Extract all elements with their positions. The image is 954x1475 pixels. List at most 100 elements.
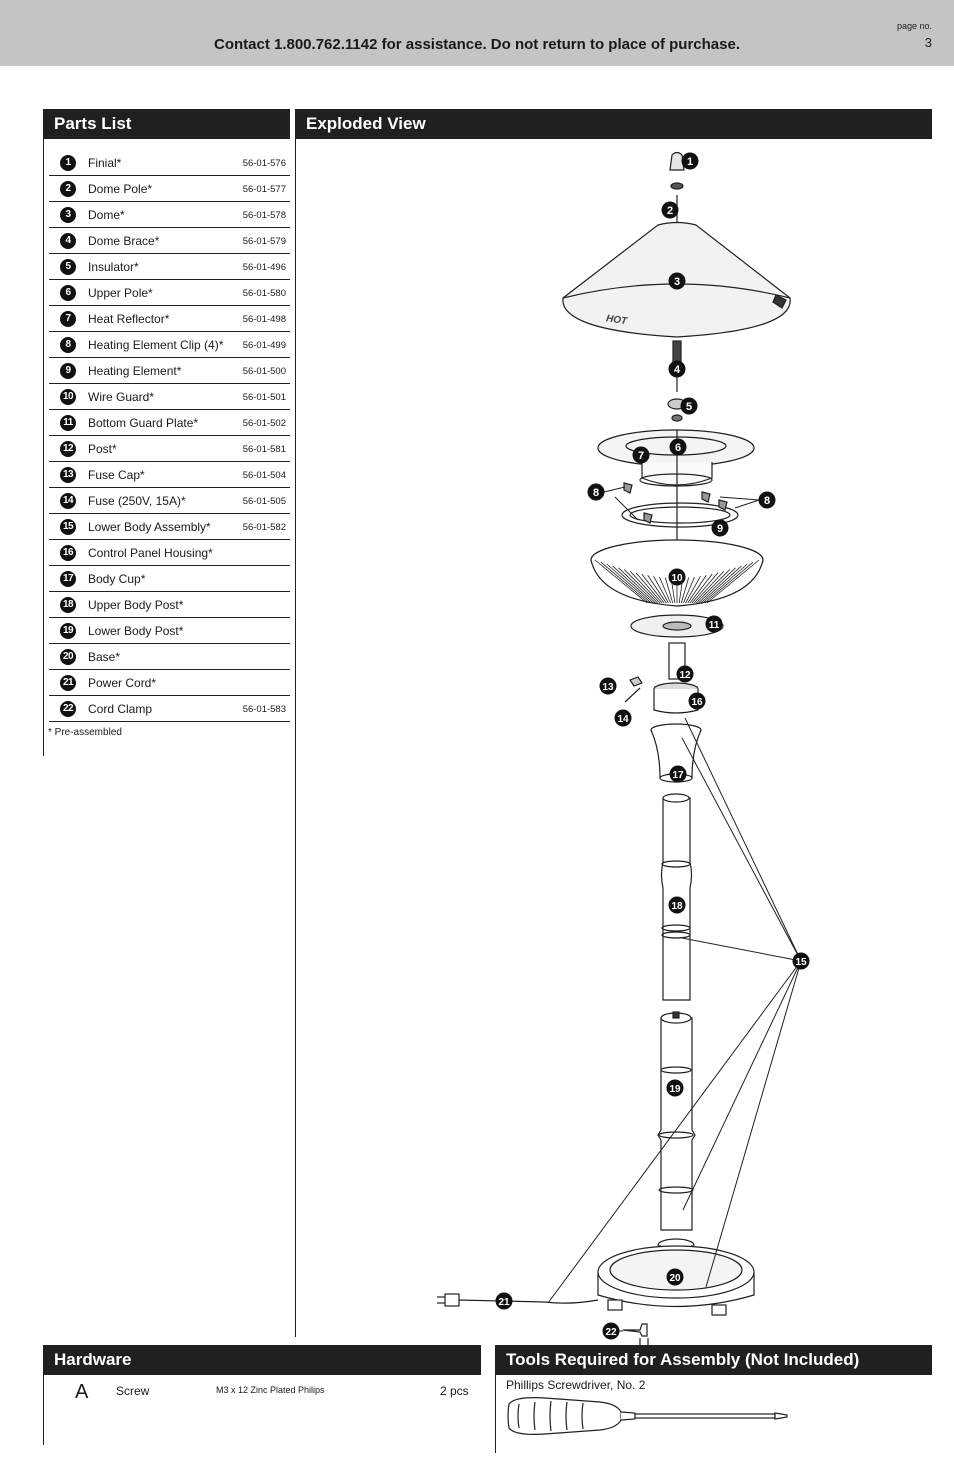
- part-number-badge: 16: [60, 545, 76, 561]
- part-number-badge: 18: [60, 597, 76, 613]
- wire-guard-wire: [624, 569, 658, 604]
- callout-badge: 7: [632, 446, 650, 464]
- part-name: Dome Pole*: [88, 182, 153, 196]
- callout-number: 5: [686, 401, 692, 413]
- callout-number: 17: [672, 770, 684, 781]
- callout-badge: 20: [666, 1268, 684, 1286]
- heating-element-part: [621, 502, 739, 528]
- callout-number: 8: [593, 487, 599, 499]
- part-number-badge: 1: [60, 155, 76, 171]
- wire-guard-wire: [641, 573, 665, 604]
- dome-hot-label: HOT: [605, 313, 628, 327]
- callout-number: 15: [795, 957, 807, 968]
- callout-number: 14: [617, 714, 629, 725]
- wire-guard-wire: [653, 576, 669, 604]
- part-catalog-number: 56-01-502: [242, 418, 286, 429]
- callout-number: 2: [667, 205, 673, 217]
- part-catalog-number: 56-01-499: [242, 340, 286, 351]
- callout-badge: 4: [668, 360, 686, 378]
- part-name: Cord Clamp: [88, 702, 153, 716]
- part-name: Dome Brace*: [88, 234, 160, 248]
- callout-number: 18: [671, 901, 683, 912]
- part-number-badge: 4: [60, 233, 76, 249]
- part-number-badge: 15: [60, 519, 76, 535]
- callout-number: 16: [691, 697, 703, 708]
- part-number-badge: 8: [60, 337, 76, 353]
- wire-guard-wire: [702, 563, 748, 604]
- callout-badge: 14: [614, 709, 632, 727]
- callout-badge: 2: [661, 201, 679, 219]
- hardware-heading: Hardware: [44, 1345, 481, 1375]
- page-number: 3: [924, 35, 932, 50]
- part-catalog-number: 56-01-498: [242, 314, 286, 325]
- part-number-badge: 20: [60, 649, 76, 665]
- exploded-view-heading: Exploded View: [296, 109, 932, 139]
- part-name: Wire Guard*: [88, 390, 155, 404]
- parts-list-heading: Parts List: [44, 109, 290, 139]
- part-number-badge: 13: [60, 467, 76, 483]
- part-name: Dome*: [88, 208, 125, 222]
- control-panel-housing-part: [653, 682, 699, 714]
- part-catalog-number: 56-01-500: [242, 366, 286, 377]
- header-bar: Contact 1.800.762.1142 for assistance. D…: [0, 0, 954, 66]
- callout-badge: 15: [792, 952, 810, 970]
- callout-number: 8: [764, 495, 770, 507]
- callout-badge: 18: [668, 896, 686, 914]
- callout-number: 12: [679, 670, 691, 681]
- part-name: Control Panel Housing*: [88, 546, 213, 560]
- callout-badge: 3: [668, 272, 686, 290]
- callout-number: 22: [605, 1327, 617, 1338]
- part-name: Lower Body Assembly*: [88, 520, 211, 534]
- part-number-badge: 22: [60, 701, 76, 717]
- hardware-rule: [43, 1345, 44, 1445]
- part-number-badge: 9: [60, 363, 76, 379]
- wire-guard-wire: [685, 576, 701, 604]
- part-name: Power Cord*: [88, 676, 157, 690]
- callout-15-leaders: [547, 486, 802, 1332]
- part-name: Fuse (250V, 15A)*: [88, 494, 186, 508]
- part-number-badge: 21: [60, 675, 76, 691]
- part-catalog-number: 56-01-504: [242, 470, 286, 481]
- part-name: Body Cup*: [88, 572, 146, 586]
- body-cup-part: [650, 723, 702, 783]
- part-name: Bottom Guard Plate*: [88, 416, 199, 430]
- tool-item-name: Phillips Screwdriver, No. 2: [506, 1378, 646, 1392]
- wire-guard-wire: [698, 567, 736, 604]
- cord-clamp-part: [622, 1323, 649, 1345]
- hardware-item-qty: 2 pcs: [440, 1384, 469, 1398]
- callout-number: 20: [669, 1273, 681, 1284]
- power-cord-part: [437, 1293, 599, 1307]
- wire-guard-wire: [706, 559, 760, 604]
- wire-guard-wire: [629, 570, 661, 604]
- callout-badge: 8: [587, 483, 605, 501]
- part-catalog-number: 56-01-582: [242, 522, 286, 533]
- wire-guard-wire: [612, 565, 654, 604]
- heat-reflector-part: [597, 429, 755, 487]
- callout-badge: 5: [680, 397, 698, 415]
- part-name: Upper Body Post*: [88, 598, 184, 612]
- part-name: Upper Pole*: [88, 286, 153, 300]
- parts-list-row: 18 Upper Body Post*: [49, 592, 290, 618]
- hardware-item-name: Screw: [116, 1384, 150, 1398]
- wire-guard-wire: [696, 569, 730, 604]
- part-name: Insulator*: [88, 260, 139, 274]
- part-number-badge: 2: [60, 181, 76, 197]
- hardware-item-spec: M3 x 12 Zinc Plated Philips: [216, 1385, 325, 1395]
- part-number-badge: 7: [60, 311, 76, 327]
- parts-list-row: 16 Control Panel Housing*: [49, 540, 290, 566]
- callout-badge: 8: [758, 491, 776, 509]
- wire-guard-wire: [693, 570, 725, 604]
- wire-guard-wire: [664, 577, 674, 604]
- callout-number: 7: [638, 450, 644, 462]
- wire-guard-wire: [594, 559, 648, 604]
- part-number-badge: 3: [60, 207, 76, 223]
